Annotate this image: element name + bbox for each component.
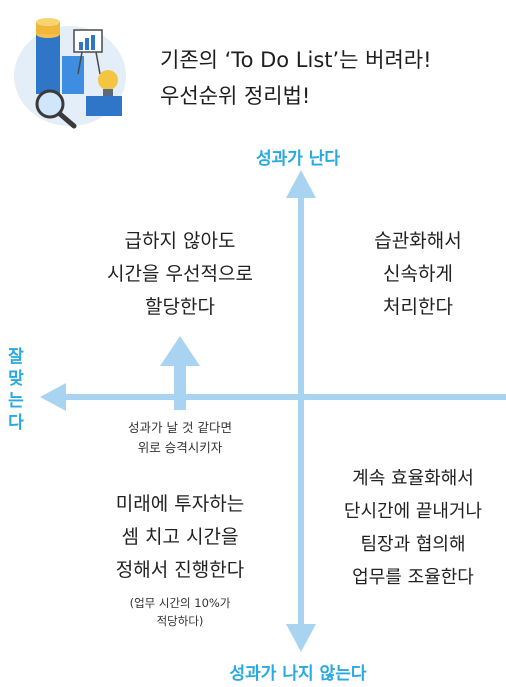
quadrant-bottom-left: 미래에 투자하는 셈 치고 시간을 정해서 진행한다 — [60, 488, 300, 587]
note-line: (업무 시간의 10%가 — [129, 596, 231, 610]
title-line-1: 기존의 ‘To Do List’는 버려라! — [160, 48, 432, 72]
quadrant-text-line: 급하지 않아도 — [124, 230, 236, 252]
promote-note: 성과가 날 것 같다면 위로 승격시키자 — [90, 418, 270, 458]
quadrant-text-line: 계속 효율화해서 — [352, 468, 474, 489]
quadrant-text-line: 셈 치고 시간을 — [121, 526, 239, 548]
quadrant-text-line: 단시간에 끝내거나 — [343, 501, 483, 522]
quadrant-text-line: 미래에 투자하는 — [115, 493, 245, 515]
axis-label-left-char: 잘 — [8, 347, 24, 367]
left-arrow-head — [40, 383, 66, 411]
quadrant-top-right: 습관화해서 신속하게 처리한다 — [330, 225, 506, 324]
axis-label-bottom: 성과가 나지 않는다 — [229, 664, 367, 684]
quadrant-bottom-right: 계속 효율화해서 단시간에 끝내거나 팀장과 협의해 업무를 조율한다 — [320, 462, 506, 594]
quadrant-bottom-left-note: (업무 시간의 10%가 적당하다) — [90, 594, 270, 630]
up-arrow-head — [286, 170, 316, 198]
analytics-illustration-icon — [14, 18, 126, 129]
down-arrow-head — [286, 624, 316, 652]
axis-label-left-char: 는 — [8, 391, 24, 411]
title-line-2: 우선순위 정리법! — [160, 84, 311, 108]
note-line: 위로 승격시키자 — [137, 440, 223, 455]
page-title: 기존의 ‘To Do List’는 버려라! 우선순위 정리법! — [160, 42, 432, 114]
axis-label-left-char: 다 — [8, 413, 24, 433]
quadrant-text-line: 정해서 진행한다 — [115, 559, 245, 581]
quadrant-top-left: 급하지 않아도 시간을 우선적으로 할당한다 — [60, 225, 300, 324]
quadrant-text-line: 업무를 조율한다 — [352, 567, 474, 588]
quadrant-text-line: 습관화해서 — [374, 230, 462, 252]
quadrant-text-line: 신속하게 — [383, 263, 453, 285]
note-line: 성과가 날 것 같다면 — [128, 420, 232, 435]
quadrant-text-line: 시간을 우선적으로 — [107, 263, 253, 285]
axis-label-left-char: 맞 — [8, 369, 24, 389]
note-line: 적당하다) — [156, 614, 204, 628]
axis-label-left: 잘 맞 는 다 — [3, 346, 29, 434]
axis-label-top: 성과가 난다 — [255, 149, 341, 169]
quadrant-text-line: 팀장과 협의해 — [360, 534, 466, 555]
quadrant-text-line: 할당한다 — [145, 296, 215, 318]
quadrant-text-line: 처리한다 — [383, 296, 453, 318]
promote-arrow-head — [160, 336, 200, 366]
